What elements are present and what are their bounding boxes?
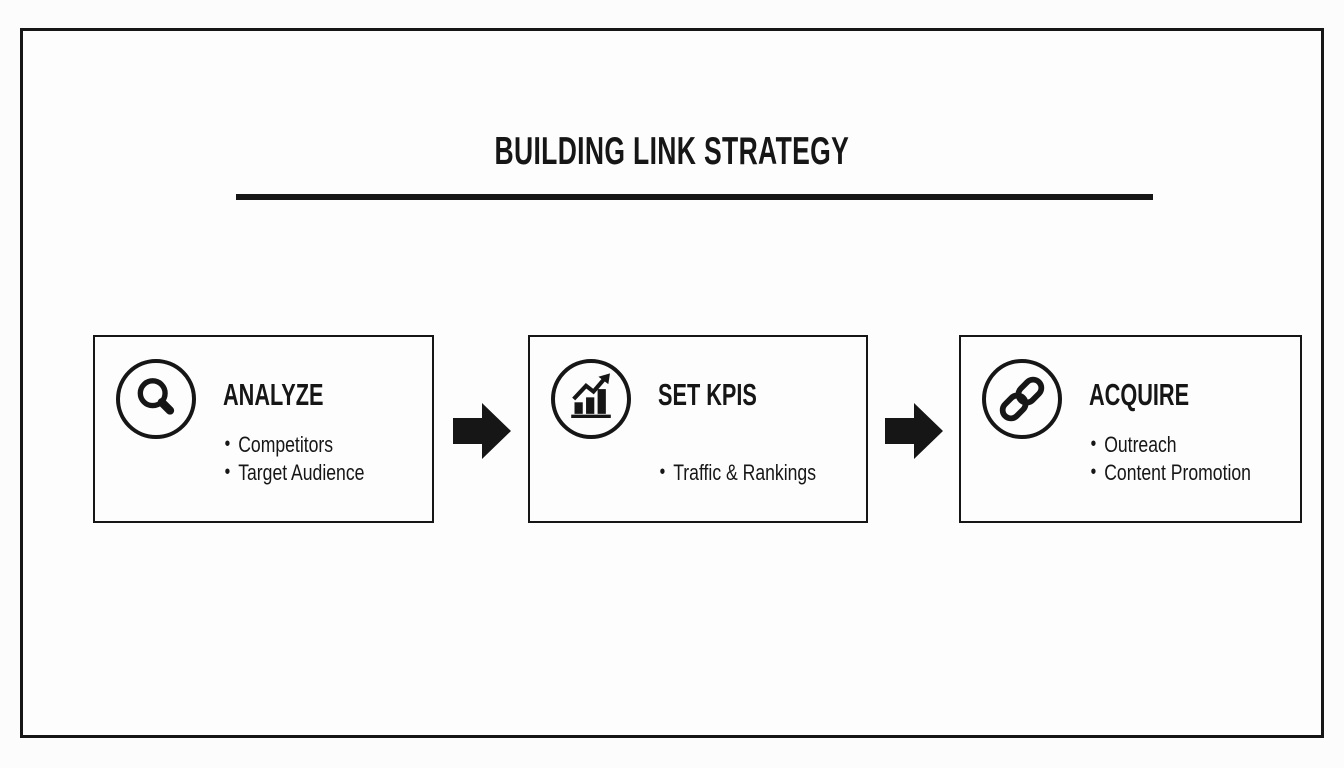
bullet-list: Outreach Content Promotion — [1089, 430, 1294, 487]
step-title-analyze: ANALYZE — [223, 377, 324, 412]
step-title-acquire: ACQUIRE — [1089, 377, 1190, 412]
step-text: ANALYZE Competitors Target Audience — [223, 377, 426, 487]
bullet-item: Outreach — [1089, 430, 1253, 459]
arrow-right-icon — [885, 403, 943, 459]
page-title-text: BUILDING LINK STRATEGY — [494, 130, 850, 173]
bullet-item: Traffic & Rankings — [658, 458, 820, 487]
step-box-analyze: ANALYZE Competitors Target Audience — [93, 335, 434, 523]
bullet-item: Competitors — [223, 430, 385, 459]
arrow-right-icon — [453, 403, 511, 459]
outer-frame: BUILDING LINK STRATEGY ANALYZE Competito… — [20, 28, 1324, 738]
bullet-list: Traffic & Rankings — [658, 458, 860, 487]
bar-chart-growth-icon — [551, 359, 631, 439]
bullet-list: Competitors Target Audience — [223, 430, 426, 487]
step-box-acquire: ACQUIRE Outreach Content Promotion — [959, 335, 1302, 523]
chain-link-icon — [982, 359, 1062, 439]
title-underline — [236, 194, 1153, 200]
step-box-set-kpis: SET KPIS Traffic & Rankings — [528, 335, 868, 523]
page-title: BUILDING LINK STRATEGY — [23, 129, 1321, 175]
step-title-set-kpis: SET KPIS — [658, 377, 757, 412]
magnifier-icon — [116, 359, 196, 439]
bullet-item: Content Promotion — [1089, 458, 1253, 487]
step-text: SET KPIS Traffic & Rankings — [658, 377, 860, 487]
bullet-item: Target Audience — [223, 458, 385, 487]
step-text: ACQUIRE Outreach Content Promotion — [1089, 377, 1294, 487]
